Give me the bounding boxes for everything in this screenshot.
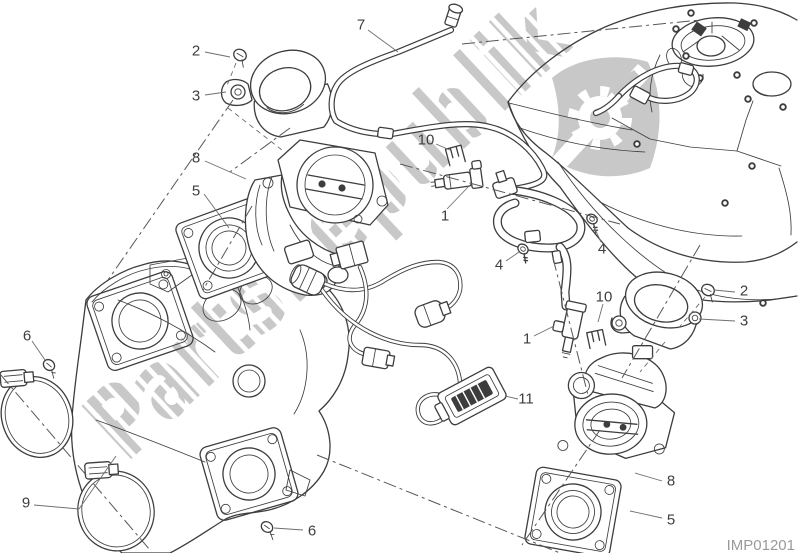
drawing-code-label: IMP01201	[727, 537, 795, 553]
wiring-harness	[289, 240, 507, 426]
callout-1: 1	[523, 331, 531, 348]
stack-right-flange-ear2	[688, 311, 702, 325]
injector-top	[430, 159, 484, 190]
callout-leader-2	[204, 51, 231, 58]
manifold-upper-port	[86, 270, 194, 372]
hose-clamp-lower	[77, 461, 155, 552]
callout-1: 1	[441, 208, 449, 225]
fuel-pump-flange	[666, 17, 755, 87]
hose-clamp-upper	[0, 368, 74, 458]
hose-inline-fitting	[376, 126, 395, 140]
callout-leader-7	[367, 29, 399, 53]
harness-connector-square	[329, 240, 369, 270]
injector-clip-right	[586, 328, 607, 350]
velocity-stack-left	[220, 48, 333, 138]
callout-leader-5	[629, 510, 663, 519]
callout-8: 8	[667, 473, 675, 490]
injector-right	[552, 300, 587, 359]
hose-clip	[524, 229, 542, 244]
callout-5: 5	[192, 183, 200, 200]
callout-11: 11	[518, 391, 534, 408]
callout-leader-8	[204, 160, 247, 180]
callout-leader-2	[713, 289, 736, 293]
callout-leader-6	[31, 340, 46, 361]
callout-leader-10	[597, 303, 604, 323]
screw-2-left	[233, 48, 247, 68]
callout-2: 2	[740, 283, 748, 300]
callout-3: 3	[740, 313, 748, 330]
breather-hose	[328, 3, 548, 193]
callout-leader-8	[634, 472, 663, 482]
harness-connector-c	[361, 346, 396, 370]
tank-hole	[752, 71, 792, 97]
throttle-body-right	[557, 345, 676, 460]
callout-leader-5	[203, 193, 230, 229]
callout-4: 4	[495, 257, 503, 274]
callout-leader-6	[273, 527, 304, 531]
hose-elbow-fitting	[444, 3, 464, 28]
callout-leader-3	[204, 91, 227, 96]
assembly-axis-lines	[0, 19, 706, 553]
callout-leader-1	[533, 325, 555, 337]
callout-3: 3	[192, 88, 200, 105]
callout-8: 8	[192, 150, 200, 167]
screw-6-lower	[260, 521, 275, 541]
callout-6: 6	[308, 523, 316, 540]
callout-leader-3	[698, 318, 736, 322]
callout-6: 6	[23, 328, 31, 345]
hose-band-clamp	[551, 249, 563, 265]
callout-5: 5	[667, 512, 675, 529]
screw-6-upper	[42, 358, 56, 379]
flange-right	[524, 466, 622, 553]
screw-4-left	[517, 243, 529, 264]
callout-leader-9	[33, 504, 80, 510]
callout-10: 10	[596, 289, 613, 306]
stack-left-flange-ear	[220, 78, 253, 107]
callout-2: 2	[192, 43, 200, 60]
callout-leader-9	[78, 455, 117, 510]
injector-clip-top	[444, 144, 466, 167]
callout-leader-4	[505, 251, 520, 262]
hose-tee-fitting	[492, 169, 518, 199]
ecu-connector-11	[434, 366, 507, 426]
callout-leader-4	[593, 226, 602, 243]
callout-9: 9	[22, 495, 30, 512]
callout-7: 7	[357, 17, 365, 34]
callout-leader-10	[435, 143, 453, 152]
callout-10: 10	[418, 132, 435, 149]
screw-2-right	[701, 283, 715, 303]
harness-connector-round-a	[289, 264, 326, 296]
manifold-lower-port	[199, 427, 299, 521]
callout-leader-11	[504, 395, 519, 400]
velocity-stack-right	[610, 271, 715, 350]
fuel-hose-assembly	[492, 62, 700, 311]
callout-leader-1	[446, 184, 471, 210]
callout-4: 4	[598, 241, 606, 258]
harness-connector-round-b	[414, 300, 452, 328]
stack-right-flange-ear	[611, 315, 627, 331]
